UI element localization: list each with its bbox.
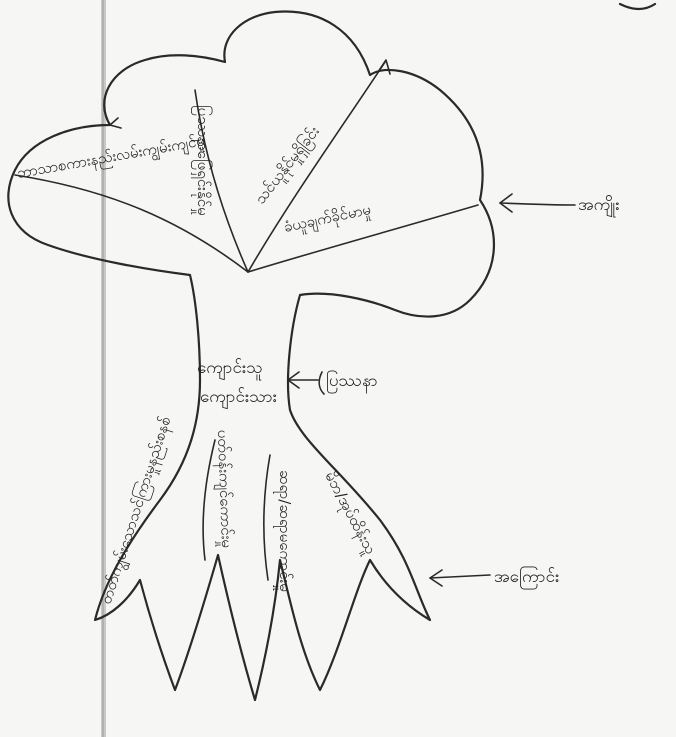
root-label-2: ပတ်ဝန်းကျင်ကောင်းမှု (211, 430, 236, 549)
root-label-4: မိဘ/အုပ်ထိန်းသူ (319, 468, 380, 558)
tree-outline (8, 12, 494, 700)
crown-label-4: ခံယူချက်ခိုင်မာမှု (282, 200, 373, 239)
root-label-3: ဆရာ/ဆရာမကောင်းမှု (273, 470, 294, 592)
pointer-arrow-crown (500, 203, 575, 205)
pointer-label-crown: အကျိုး (578, 195, 620, 218)
trunk-pointer-bracket (319, 372, 324, 394)
pointer-label-trunk: ပြဿနာ (326, 369, 378, 394)
crown-label-1: ဘာသာစကားနည်းလမ်းကျွမ်းကျင်မှု (16, 131, 207, 186)
root-label-1: တတ်ကျွမ်းသောသင်ကြားမှုနည်းစနစ် (96, 414, 178, 608)
crown-divider-3 (248, 62, 385, 272)
crown-label-2: ပြဿနာဖြေရှင်းနိုင်မှု (191, 105, 213, 216)
crown-divider-1 (15, 175, 248, 272)
corner-mark (620, 4, 655, 9)
crown-tick (110, 118, 121, 128)
trunk-label-line1: ကျောင်းသူ (197, 358, 263, 381)
pointer-arrow-roots (430, 575, 490, 578)
pointer-label-roots: အကြောင်း (494, 565, 559, 590)
crown-label-3: သင်ယူနိုင်မှုရှိခြင်း (250, 122, 325, 210)
root-divider-2 (264, 455, 270, 580)
root-divider-1 (203, 440, 215, 560)
trunk-label-line2: ကျောင်းသား (200, 387, 277, 410)
